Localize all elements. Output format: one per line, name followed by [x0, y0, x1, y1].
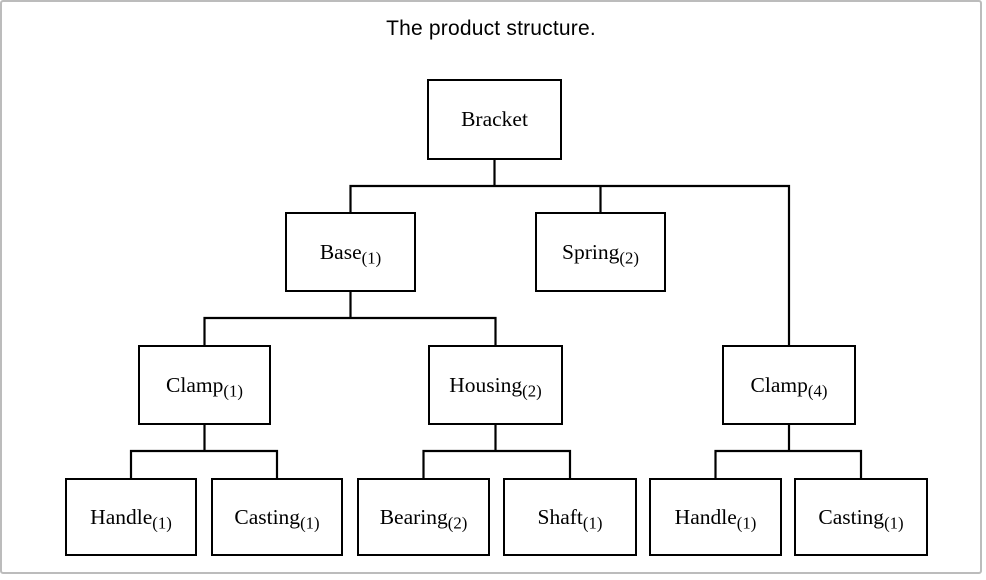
node-subscript: (1): [152, 513, 172, 533]
node-handle-right: Handle(1): [649, 478, 782, 556]
node-casting-right: Casting(1): [794, 478, 928, 556]
node-bearing: Bearing(2): [357, 478, 490, 556]
node-subscript: (1): [361, 248, 382, 268]
node-handle-left: Handle(1): [65, 478, 197, 556]
node-bracket: Bracket: [427, 79, 562, 160]
diagram-title: The product structure.: [386, 17, 596, 40]
node-subscript: (1): [884, 513, 904, 533]
node-label: Bearing(2): [379, 504, 468, 533]
node-label: Clamp(1): [166, 372, 243, 401]
node-subscript: (2): [619, 248, 639, 268]
node-clamp-4: Clamp(4): [722, 345, 856, 425]
node-label: Bracket: [461, 107, 528, 131]
node-label: Handle(1): [90, 504, 172, 533]
node-label: Spring(2): [562, 239, 639, 268]
node-label: Clamp(4): [750, 372, 828, 401]
node-subscript: (4): [807, 381, 828, 401]
node-spring: Spring(2): [535, 212, 666, 292]
node-shaft: Shaft(1): [503, 478, 637, 556]
node-label: Casting(1): [818, 504, 904, 533]
node-subscript: (2): [522, 381, 542, 401]
node-label: Handle(1): [674, 504, 757, 533]
node-label: Shaft(1): [537, 504, 603, 533]
node-subscript: (2): [447, 513, 468, 533]
node-label: Base(1): [319, 239, 382, 268]
node-subscript: (1): [300, 513, 320, 533]
connector-lines: [129, 158, 863, 480]
node-housing: Housing(2): [428, 345, 563, 425]
node-subscript: (1): [736, 513, 757, 533]
node-label: Casting(1): [234, 504, 320, 533]
node-subscript: (1): [582, 513, 603, 533]
node-base: Base(1): [285, 212, 416, 292]
node-casting-left: Casting(1): [211, 478, 343, 556]
node-clamp-1: Clamp(1): [138, 345, 271, 425]
node-label: Housing(2): [449, 372, 542, 401]
node-subscript: (1): [223, 381, 243, 401]
